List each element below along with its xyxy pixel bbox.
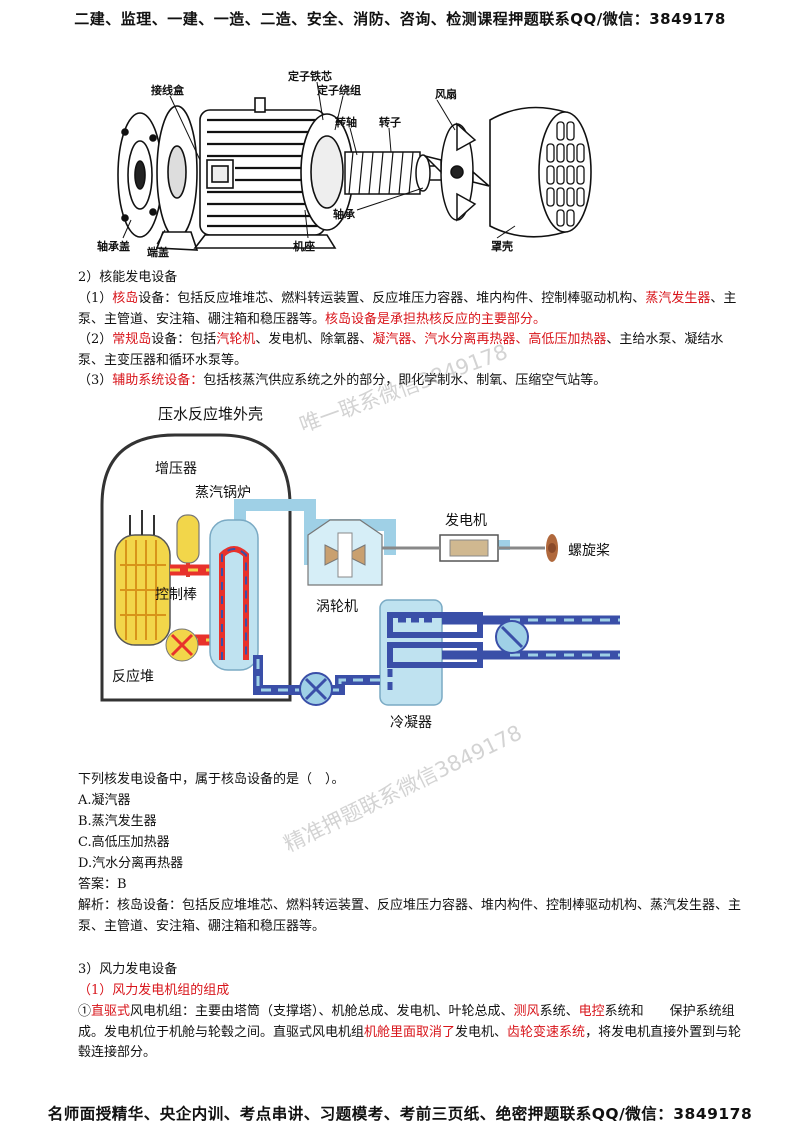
label-junction-box: 接线盒 bbox=[151, 83, 185, 97]
section3-paragraph: ①直驱式风电机组：主要由塔筒（支撑塔）、机舱总成、发电机、叶轮总成、测风系统、电… bbox=[78, 1004, 742, 1060]
section2-item2: （2）常规岛设备：包括汽轮机、发电机、除氧器、凝汽器、汽水分离再热器、高低压加热… bbox=[78, 332, 724, 368]
section2-title: 2）核能发电设备 bbox=[78, 270, 178, 285]
containment-shell bbox=[100, 433, 292, 702]
label-pressurizer: 增压器 bbox=[155, 461, 197, 477]
label-condenser: 冷凝器 bbox=[390, 715, 432, 731]
label-frame: 机座 bbox=[293, 239, 315, 253]
label-end-cover: 端盖 bbox=[147, 245, 169, 259]
label-reactor: 反应堆 bbox=[112, 668, 154, 685]
stator-core-part bbox=[300, 113, 354, 231]
option-d: D.汽水分离再热器 bbox=[78, 856, 184, 871]
generator bbox=[382, 534, 545, 562]
page-footer: 名师面授精华、央企内训、考点串讲、习题模考、考前三页纸、绝密押题联系QQ/微信：… bbox=[47, 1105, 753, 1123]
primary-pump bbox=[165, 628, 199, 662]
reactor-vessel bbox=[114, 510, 171, 646]
bearing-cover-part bbox=[117, 112, 163, 238]
section2-item3: （3）辅助系统设备：包括核蒸汽供应系统之外的部分，即化学制水、制氧、压缩空气站等… bbox=[78, 373, 607, 388]
label-steam-generator: 蒸汽锅炉 bbox=[195, 485, 251, 501]
propeller bbox=[546, 534, 558, 562]
turbine bbox=[307, 519, 383, 586]
page-header: 二建、监理、一建、一造、二造、安全、消防、咨询、检测课程押题联系QQ/微信：38… bbox=[74, 10, 726, 28]
pwr-diagram: 压水反应堆外壳 bbox=[100, 405, 620, 731]
label-stator-core: 定子铁芯 bbox=[288, 69, 332, 83]
label-generator: 发电机 bbox=[445, 513, 487, 529]
label-rotor: 转子 bbox=[379, 115, 401, 129]
option-a: A.凝汽器 bbox=[78, 793, 131, 808]
label-propeller: 螺旋桨 bbox=[568, 542, 610, 559]
option-b: B.蒸汽发生器 bbox=[78, 814, 157, 829]
label-containment: 压水反应堆外壳 bbox=[158, 405, 263, 423]
label-bearing-cover: 轴承盖 bbox=[97, 239, 130, 253]
analysis: 解析：核岛设备：包括反应堆堆芯、燃料转运装置、反应堆压力容器、堆内构件、控制棒驱… bbox=[78, 898, 742, 934]
section3-subtitle: （1）风力发电机组的组成 bbox=[78, 983, 230, 998]
fan-part bbox=[422, 122, 490, 222]
feedwater-pump bbox=[299, 672, 333, 706]
motor-exploded-diagram: 定子铁芯 定子绕组 接线盒 风扇 转轴 转子 轴承 轴承盖 端盖 机座 罩壳 bbox=[97, 69, 592, 259]
label-control-rod: 控制棒 bbox=[155, 587, 197, 603]
answer: 答案：B bbox=[78, 877, 127, 892]
label-fan: 风扇 bbox=[435, 87, 457, 101]
fan-cover-part bbox=[489, 106, 592, 238]
label-bearing: 轴承 bbox=[333, 207, 356, 221]
label-fan-cover: 罩壳 bbox=[491, 239, 513, 253]
end-cover-part bbox=[155, 105, 199, 251]
condenser bbox=[379, 599, 483, 706]
steam-generator bbox=[209, 519, 259, 671]
label-turbine: 涡轮机 bbox=[316, 599, 358, 615]
cooling-pump bbox=[495, 620, 529, 654]
option-c: C.高低压加热器 bbox=[78, 835, 170, 850]
label-shaft: 转轴 bbox=[335, 115, 357, 129]
question-stem: 下列核发电设备中，属于核岛设备的是（ ）。 bbox=[78, 772, 345, 787]
section2-item1: （1）核岛设备：包括反应堆堆芯、燃料转运装置、反应堆压力容器、堆内构件、控制棒驱… bbox=[78, 291, 737, 327]
section3-title: 3）风力发电设备 bbox=[78, 962, 178, 977]
label-stator-winding: 定子绕组 bbox=[317, 83, 361, 97]
rotor-part bbox=[344, 151, 451, 195]
